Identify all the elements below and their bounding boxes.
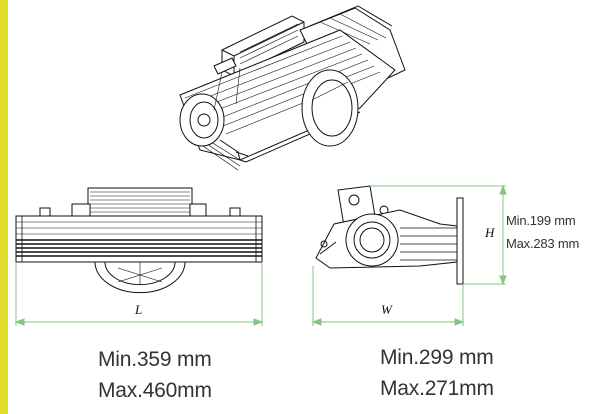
- width-min-label: Min.299 mm: [380, 346, 494, 369]
- length-arrow-right: [253, 318, 264, 326]
- side-view: [315, 185, 464, 285]
- length-min-label: Min.359 mm: [98, 348, 212, 371]
- width-dimension: [311, 266, 465, 326]
- width-letter: W: [381, 302, 392, 317]
- width-arrow-right: [454, 318, 465, 326]
- height-arrow-top: [499, 184, 507, 195]
- length-max-label: Max.460mm: [98, 379, 212, 402]
- height-dimension: [370, 184, 507, 286]
- height-max-label: Max.283 mm: [506, 236, 580, 251]
- height-letter: H: [485, 225, 495, 240]
- length-arrow-left: [14, 318, 25, 326]
- width-max-label: Max.271mm: [380, 377, 494, 400]
- length-letter: L: [135, 302, 143, 317]
- length-dimension: [14, 262, 264, 326]
- isometric-view: [179, 5, 406, 171]
- accent-bar: [0, 0, 8, 414]
- front-view: [15, 187, 263, 294]
- height-arrow-bottom: [499, 275, 507, 286]
- height-min-label: Min.199 mm: [506, 213, 576, 228]
- width-arrow-left: [311, 318, 322, 326]
